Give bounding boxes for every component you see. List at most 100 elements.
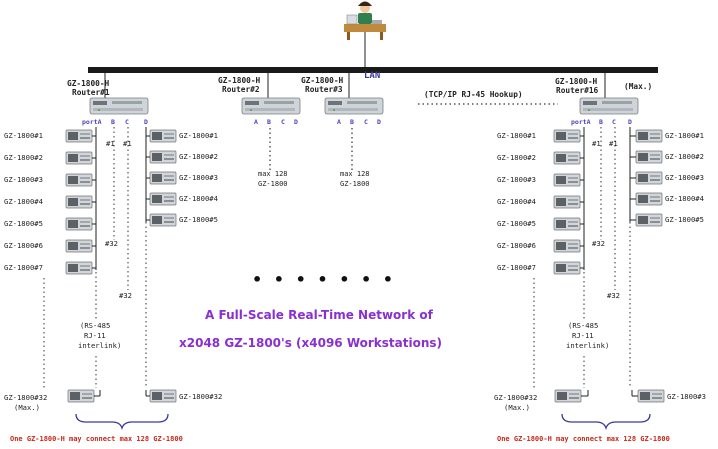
right-bottom-a-label: GZ-1800#32 bbox=[494, 393, 537, 402]
right-bottom-a-max: (Max.) bbox=[504, 403, 530, 412]
left-bottom-a-unit bbox=[67, 389, 95, 403]
right-d-unit-2 bbox=[635, 150, 663, 164]
left-bottom-a-label: GZ-1800#32 bbox=[4, 393, 47, 402]
left-d-label-5: GZ-1800#5 bbox=[179, 215, 218, 224]
left-a-label-6: GZ-1800#6 bbox=[4, 241, 43, 250]
svg-text:C: C bbox=[364, 118, 368, 126]
right-interlink-3: interlink) bbox=[566, 341, 609, 350]
left-b-hash32: #32 bbox=[105, 239, 118, 248]
right-a-label-3: GZ-1800#3 bbox=[497, 175, 536, 184]
left-d-unit-1 bbox=[149, 129, 177, 143]
left-bottom-d-unit bbox=[149, 389, 177, 403]
left-d-unit-5 bbox=[149, 213, 177, 227]
router1-name: Router#1 bbox=[72, 88, 110, 97]
router2-model: GZ-1800-H bbox=[218, 76, 261, 85]
left-port-d-units: GZ-1800#1GZ-1800#2GZ-1800#3GZ-1800#4GZ-1… bbox=[146, 129, 218, 227]
router3-model: GZ-1800-H bbox=[301, 76, 344, 85]
title-line2: x2048 GZ-1800's (x4096 Workstations) bbox=[179, 336, 442, 350]
left-c-hash1: #1 bbox=[123, 139, 132, 148]
left-d-label-4: GZ-1800#4 bbox=[179, 194, 218, 203]
left-a-label-5: GZ-1800#5 bbox=[4, 219, 43, 228]
left-a-label-7: GZ-1800#7 bbox=[4, 263, 43, 272]
svg-text:D: D bbox=[144, 118, 148, 126]
left-c-hash32: #32 bbox=[119, 291, 132, 300]
right-port-d-units: GZ-1800#1GZ-1800#2GZ-1800#3GZ-1800#4GZ-1… bbox=[630, 129, 704, 227]
router2-device bbox=[241, 97, 301, 115]
left-a-label-4: GZ-1800#4 bbox=[4, 197, 43, 206]
right-footer: One GZ-1800-H may connect max 128 GZ-180… bbox=[497, 435, 670, 443]
left-a-label-2: GZ-1800#2 bbox=[4, 153, 43, 162]
svg-text:portA: portA bbox=[82, 118, 102, 126]
router3-max-line1: max 128 bbox=[340, 170, 370, 178]
left-b-hash1: #1 bbox=[106, 139, 115, 148]
left-a-unit-1 bbox=[65, 129, 93, 143]
left-interlink-3: interlink) bbox=[78, 341, 121, 350]
right-a-label-5: GZ-1800#5 bbox=[497, 219, 536, 228]
svg-text:portA: portA bbox=[571, 118, 591, 126]
router1-model: GZ-1800-H bbox=[67, 79, 110, 88]
left-d-label-1: GZ-1800#1 bbox=[179, 131, 218, 140]
right-a-label-4: GZ-1800#4 bbox=[497, 197, 536, 206]
right-a-label-1: GZ-1800#1 bbox=[497, 131, 536, 140]
left-brace bbox=[75, 413, 169, 431]
max-note: (Max.) bbox=[624, 82, 652, 91]
right-a-unit-3 bbox=[553, 173, 581, 187]
title-line1: A Full-Scale Real-Time Network of bbox=[205, 308, 434, 322]
left-port-a-units: GZ-1800#1GZ-1800#2GZ-1800#3GZ-1800#4GZ-1… bbox=[4, 129, 96, 275]
router2-name: Router#2 bbox=[222, 85, 260, 94]
right-bottom-a-unit bbox=[554, 389, 582, 403]
router2-ports: A B C D bbox=[254, 118, 298, 126]
right-d-label-4: GZ-1800#4 bbox=[665, 194, 704, 203]
lan-bus bbox=[88, 67, 658, 73]
right-d-unit-5 bbox=[635, 213, 663, 227]
left-a-unit-6 bbox=[65, 239, 93, 253]
right-c-hash32: #32 bbox=[607, 291, 620, 300]
svg-text:D: D bbox=[628, 118, 632, 126]
right-d-label-3: GZ-1800#3 bbox=[665, 173, 704, 182]
left-interlink-1: (RS-485 bbox=[80, 321, 110, 330]
svg-text:B: B bbox=[267, 118, 271, 126]
right-c-hash1: #1 bbox=[609, 139, 618, 148]
right-d-unit-4 bbox=[635, 192, 663, 206]
router16-ports: portA B C D bbox=[571, 118, 632, 126]
right-a-unit-2 bbox=[553, 151, 581, 165]
right-interlink-1: (RS-485 bbox=[568, 321, 598, 330]
right-interlink-2: RJ-11 bbox=[572, 331, 594, 340]
right-a-unit-4 bbox=[553, 195, 581, 209]
left-a-label-3: GZ-1800#3 bbox=[4, 175, 43, 184]
router3-name: Router#3 bbox=[305, 85, 343, 94]
right-d-label-1: GZ-1800#1 bbox=[665, 131, 704, 140]
router3-max-line2: GZ-1800 bbox=[340, 180, 370, 188]
router2-max-line1: max 128 bbox=[258, 170, 288, 178]
router1-ports: portA B C D bbox=[82, 118, 148, 126]
workstation-icon bbox=[344, 1, 386, 40]
right-a-unit-1 bbox=[553, 129, 581, 143]
right-a-unit-6 bbox=[553, 239, 581, 253]
left-a-unit-7 bbox=[65, 261, 93, 275]
right-port-a-units: GZ-1800#1GZ-1800#2GZ-1800#3GZ-1800#4GZ-1… bbox=[497, 129, 584, 275]
right-d-label-5: GZ-1800#5 bbox=[665, 215, 704, 224]
right-d-unit-1 bbox=[635, 129, 663, 143]
router16-name: Router#16 bbox=[556, 86, 599, 95]
right-bottom-d-label: GZ-1800#3 bbox=[667, 392, 706, 401]
left-a-unit-3 bbox=[65, 173, 93, 187]
svg-text:B: B bbox=[350, 118, 354, 126]
left-d-unit-3 bbox=[149, 171, 177, 185]
right-b-hash1: #1 bbox=[592, 139, 601, 148]
router2-max-line2: GZ-1800 bbox=[258, 180, 288, 188]
left-a-unit-5 bbox=[65, 217, 93, 231]
left-interlink-2: RJ-11 bbox=[84, 331, 106, 340]
right-a-unit-7 bbox=[553, 261, 581, 275]
router16-model: GZ-1800-H bbox=[555, 77, 598, 86]
router3-device bbox=[324, 97, 384, 115]
right-a-label-2: GZ-1800#2 bbox=[497, 153, 536, 162]
router1-device bbox=[89, 97, 149, 115]
tcpip-note: (TCP/IP RJ-45 Hookup) bbox=[424, 90, 523, 99]
ellipsis-dots: • • • • • • • bbox=[252, 270, 396, 289]
left-a-unit-4 bbox=[65, 195, 93, 209]
left-a-unit-2 bbox=[65, 151, 93, 165]
svg-text:D: D bbox=[377, 118, 381, 126]
right-d-unit-3 bbox=[635, 171, 663, 185]
